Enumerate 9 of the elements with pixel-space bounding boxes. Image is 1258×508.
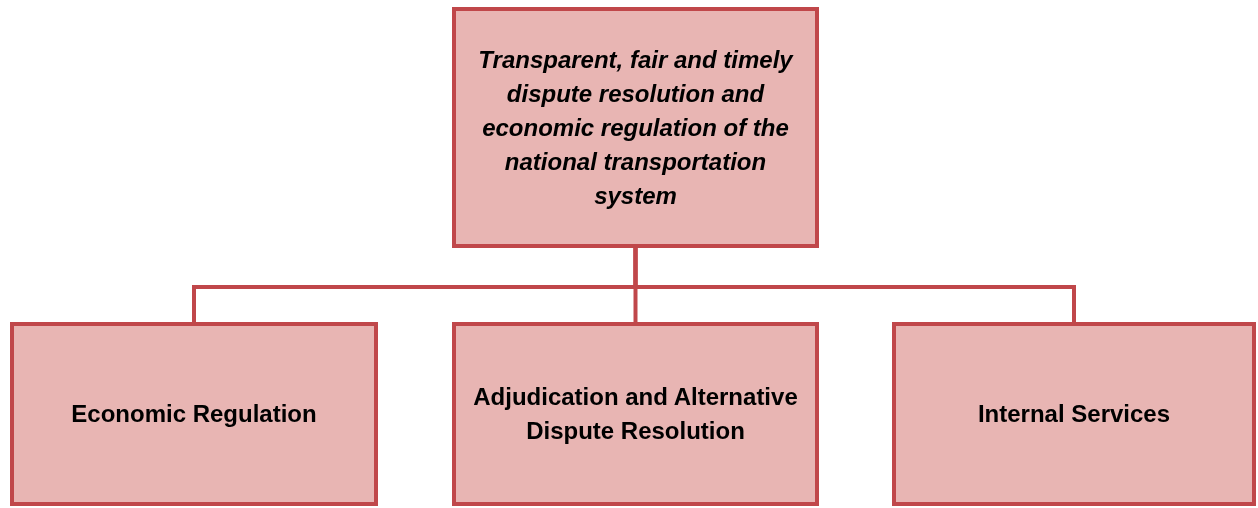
program-box <box>10 322 378 506</box>
box-text: Transparent, fair and timely dispute resolution and economic regulation of the national transportation system <box>477 44 795 211</box>
box-text: Internal Services <box>977 399 1171 429</box>
connector-line <box>633 248 1076 322</box>
program-box <box>892 322 1256 506</box>
box-text: Adjudication and Alternative Dispute Resolution <box>472 382 799 446</box>
program-box <box>452 322 819 506</box>
box-text: Economic Regulation <box>71 399 317 429</box>
goal-box <box>452 7 819 248</box>
